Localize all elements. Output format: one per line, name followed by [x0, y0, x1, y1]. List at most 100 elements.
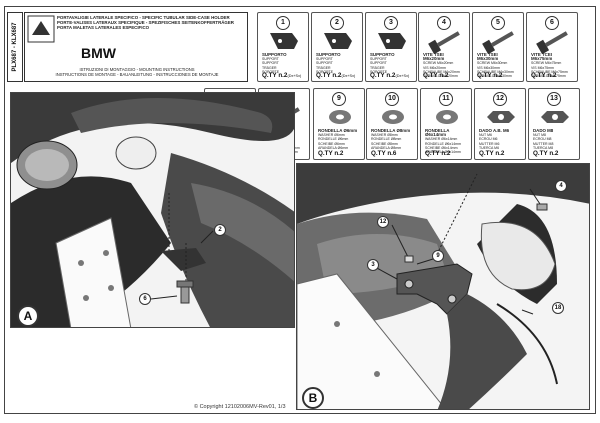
title-block: PORTAVALIGIE LATERALE SPECIFICO - SPECIF…	[24, 12, 248, 82]
part-number: 2	[330, 16, 344, 30]
part-title: RONDELLA Ø8mm	[371, 129, 411, 133]
part-description-line: VIS M6x20mm	[423, 65, 446, 70]
part-description-line: SCHRAUBE M6x75mm	[531, 69, 568, 74]
part-description-line: VIS M6x30mm	[477, 65, 500, 70]
photo-b-label: B	[302, 387, 324, 409]
quantity-note: (Dx+Sx)	[341, 74, 356, 78]
part-title: RONDELLA Ø6mm	[318, 129, 358, 133]
part-description-line: ARANDELA Ø6x14mm	[425, 150, 461, 155]
screw-icon	[536, 31, 568, 55]
part-description-line: TORNILLO M6x75mm	[531, 74, 566, 79]
part-title: SUPPORTO	[370, 53, 395, 57]
part-title: VITE TSEI M6x20mm	[423, 53, 445, 62]
part-description-line: NUT M6	[479, 133, 492, 138]
nut-icon	[541, 111, 569, 123]
part-number: 12	[493, 92, 507, 106]
part-description-line: TRÄGER	[316, 65, 331, 70]
part-description-line: ECROU M6	[479, 137, 498, 142]
part-description-line: SCHEIBE Ø6x14mm	[425, 145, 458, 150]
quantity-value: Q.TY n.2	[262, 72, 288, 79]
part-title: DADO A.B. M6	[479, 129, 510, 133]
product-code: PLX687 - KLX687	[12, 22, 18, 72]
photo-a-label: A	[17, 305, 39, 327]
photo-a: 2 6 A	[10, 92, 295, 328]
part-description-line: SOPORTE	[370, 69, 388, 74]
part-description-line: VIS M6x75mm	[531, 65, 554, 70]
part-quantity: Q.TY n.2	[531, 72, 556, 79]
photo-b: 4 12 9 3 18 B	[296, 163, 590, 410]
quantity-value: Q.TY n.2	[533, 150, 559, 157]
part-description-line: RONDELLE Ø8mm	[371, 137, 402, 142]
part-number: 10	[385, 92, 399, 106]
brand-logo-icon	[27, 15, 55, 43]
part-description-line: WASHER Ø6mm	[318, 133, 345, 138]
part-description-line: TORNILLO M6x30mm	[477, 74, 512, 79]
callout-9: 9	[432, 250, 444, 262]
part-description-line: TRÄGER	[262, 65, 277, 70]
part-description-line: TORNILLO M6x20mm	[423, 74, 458, 79]
product-code-strip: PLX687 - KLX687	[7, 12, 23, 82]
quantity-note: (Dx+Sx)	[395, 74, 410, 78]
part-title: RONDELLA Ø6x14mm	[425, 129, 450, 138]
part-number: 9	[332, 92, 346, 106]
callout-4: 4	[555, 180, 567, 192]
callout-12: 12	[377, 216, 389, 228]
quantity-value: Q.TY n.2	[531, 72, 557, 79]
header-titles: PORTAVALIGIE LATERALE SPECIFICO - SPECIF…	[57, 15, 234, 31]
callout-6: 6	[139, 293, 151, 305]
quantity-value: Q.TY n.6	[371, 150, 397, 157]
header-line: PORTA MALETAS LATERALES ESPECIFICO	[57, 25, 150, 31]
header-line: PORTAVALIGIE LATERALE SPECIFICO - SPECIF…	[57, 15, 230, 20]
sheet-frame	[4, 6, 596, 414]
part-description-line: SUPPORT	[316, 57, 333, 62]
quantity-note: (Dx+Sx)	[287, 74, 302, 78]
quantity-value: Q.TY n.2	[425, 150, 451, 157]
photo-a-illustration	[11, 93, 294, 327]
part-number: 6	[545, 16, 559, 30]
part-description-line: TUERCA M8	[533, 145, 554, 150]
washer-icon	[329, 110, 351, 124]
part-description-line: SCREW M6x20mm	[423, 61, 454, 66]
quantity-value: Q.TY n.2	[477, 72, 503, 79]
part-title: VITE TSEI M6x30mm	[477, 53, 499, 62]
part-description-line: SCHRAUBE M6x30mm	[477, 69, 514, 74]
part-description-line: ECROU M8	[533, 137, 552, 142]
quantity-value: Q.TY n.2	[479, 150, 505, 157]
part-quantity: Q.TY n.2	[477, 72, 502, 79]
part-description-line: MUTTER M8	[533, 141, 554, 146]
part-number: 11	[439, 92, 453, 106]
washer-icon	[436, 110, 458, 124]
part-description-line: SUPPORT	[370, 57, 387, 62]
bracket-icon	[324, 33, 352, 49]
part-description-line: ARANDELA Ø8mm	[371, 145, 402, 150]
quantity-value: Q.TY n.2	[316, 72, 342, 79]
part-quantity: Q.TY n.2	[423, 72, 448, 79]
part-description-line: TUERCA M6	[479, 145, 500, 150]
part-description-line: SCHEIBE Ø6mm	[318, 141, 345, 146]
part-description-line: WASHER Ø8mm	[371, 133, 398, 138]
part-description-line: SCREW M6x75mm	[531, 61, 562, 66]
part-quantity: Q.TY n.2(Dx+Sx)	[370, 72, 409, 79]
instructions-line: ISTRUZIONI DI MONTAGGIO - MOUNTING INSTR…	[79, 67, 195, 72]
part-description-line: RONDELLE Ø6x14mm	[425, 141, 461, 146]
bracket-icon	[270, 33, 298, 49]
screw-icon	[428, 31, 460, 55]
part-description-line: RONDELLE Ø6mm	[318, 137, 349, 142]
part-title: SUPPORTO	[316, 53, 341, 57]
photo-b-illustration	[297, 164, 589, 409]
